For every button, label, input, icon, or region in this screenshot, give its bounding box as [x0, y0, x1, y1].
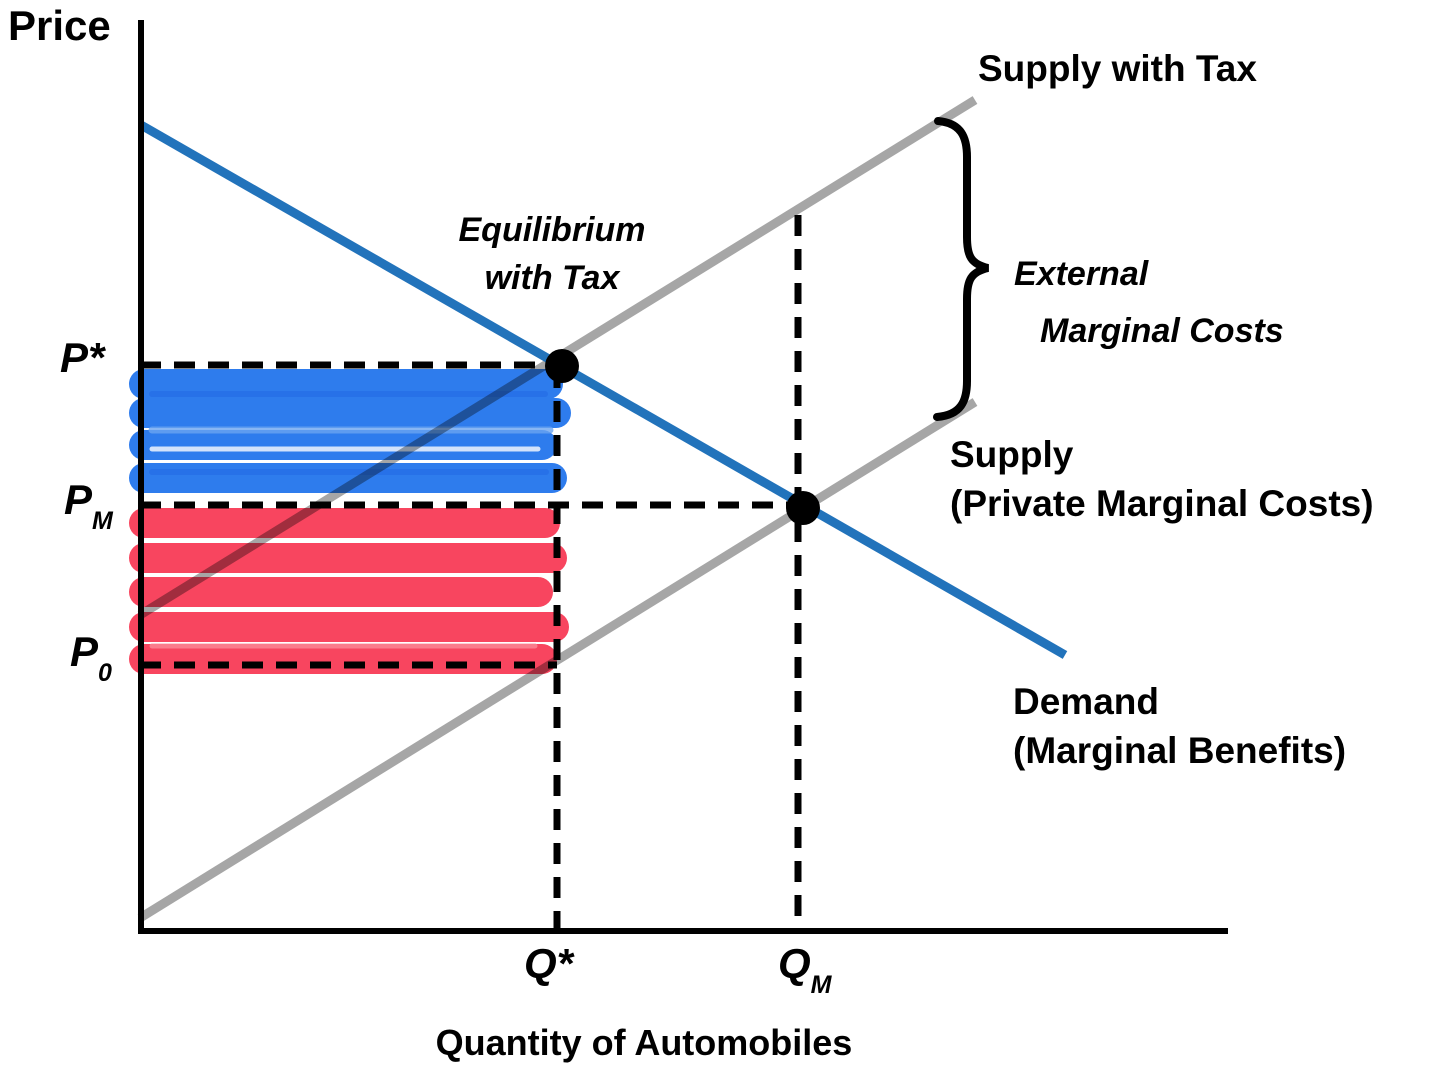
p-star-tick-label: P*	[60, 334, 105, 381]
blue-highlight-region	[129, 369, 571, 493]
p-m-tick-label: PM	[64, 476, 113, 534]
demand-line	[138, 121, 1068, 659]
supply-label-line2: (Private Marginal Costs)	[950, 483, 1374, 524]
dashed-guides	[140, 215, 802, 931]
equilibrium-label-line1: Equilibrium	[458, 211, 646, 249]
external-marginal-costs-label: External Marginal Costs	[1014, 246, 1284, 360]
q-star-tick-label: Q*	[524, 940, 574, 987]
q-m-main: Q	[778, 940, 811, 987]
p-zero-subscript: 0	[98, 659, 112, 688]
p-m-main: P	[64, 476, 93, 523]
y-axis-title: Price	[8, 2, 111, 49]
supply-label-line1: Supply	[950, 434, 1074, 475]
x-axis-title: Quantity of Automobiles	[435, 1022, 853, 1063]
supply-label: Supply (Private Marginal Costs)	[950, 430, 1374, 528]
external-label-line1: External	[1014, 255, 1149, 293]
p-zero-tick-label: P0	[70, 628, 112, 686]
demand-label-line1: Demand	[1013, 681, 1159, 722]
demand-label: Demand (Marginal Benefits)	[1013, 677, 1346, 775]
equilibrium-label-line2: with Tax	[484, 259, 620, 297]
p-zero-main: P	[70, 628, 99, 675]
demand-label-line2: (Marginal Benefits)	[1013, 730, 1347, 771]
supply-with-tax-label: Supply with Tax	[978, 48, 1257, 89]
q-m-tick-label: QM	[778, 940, 832, 998]
external-label-line2: Marginal Costs	[1040, 312, 1284, 350]
equilibrium-with-tax-dot	[545, 349, 579, 383]
external-costs-brace	[933, 117, 990, 421]
p-m-subscript: M	[92, 507, 113, 536]
equilibrium-with-tax-label: Equilibrium with Tax	[402, 206, 702, 302]
market-equilibrium-dot	[786, 491, 820, 525]
red-highlight-region	[129, 508, 569, 674]
q-m-subscript: M	[810, 971, 832, 1000]
